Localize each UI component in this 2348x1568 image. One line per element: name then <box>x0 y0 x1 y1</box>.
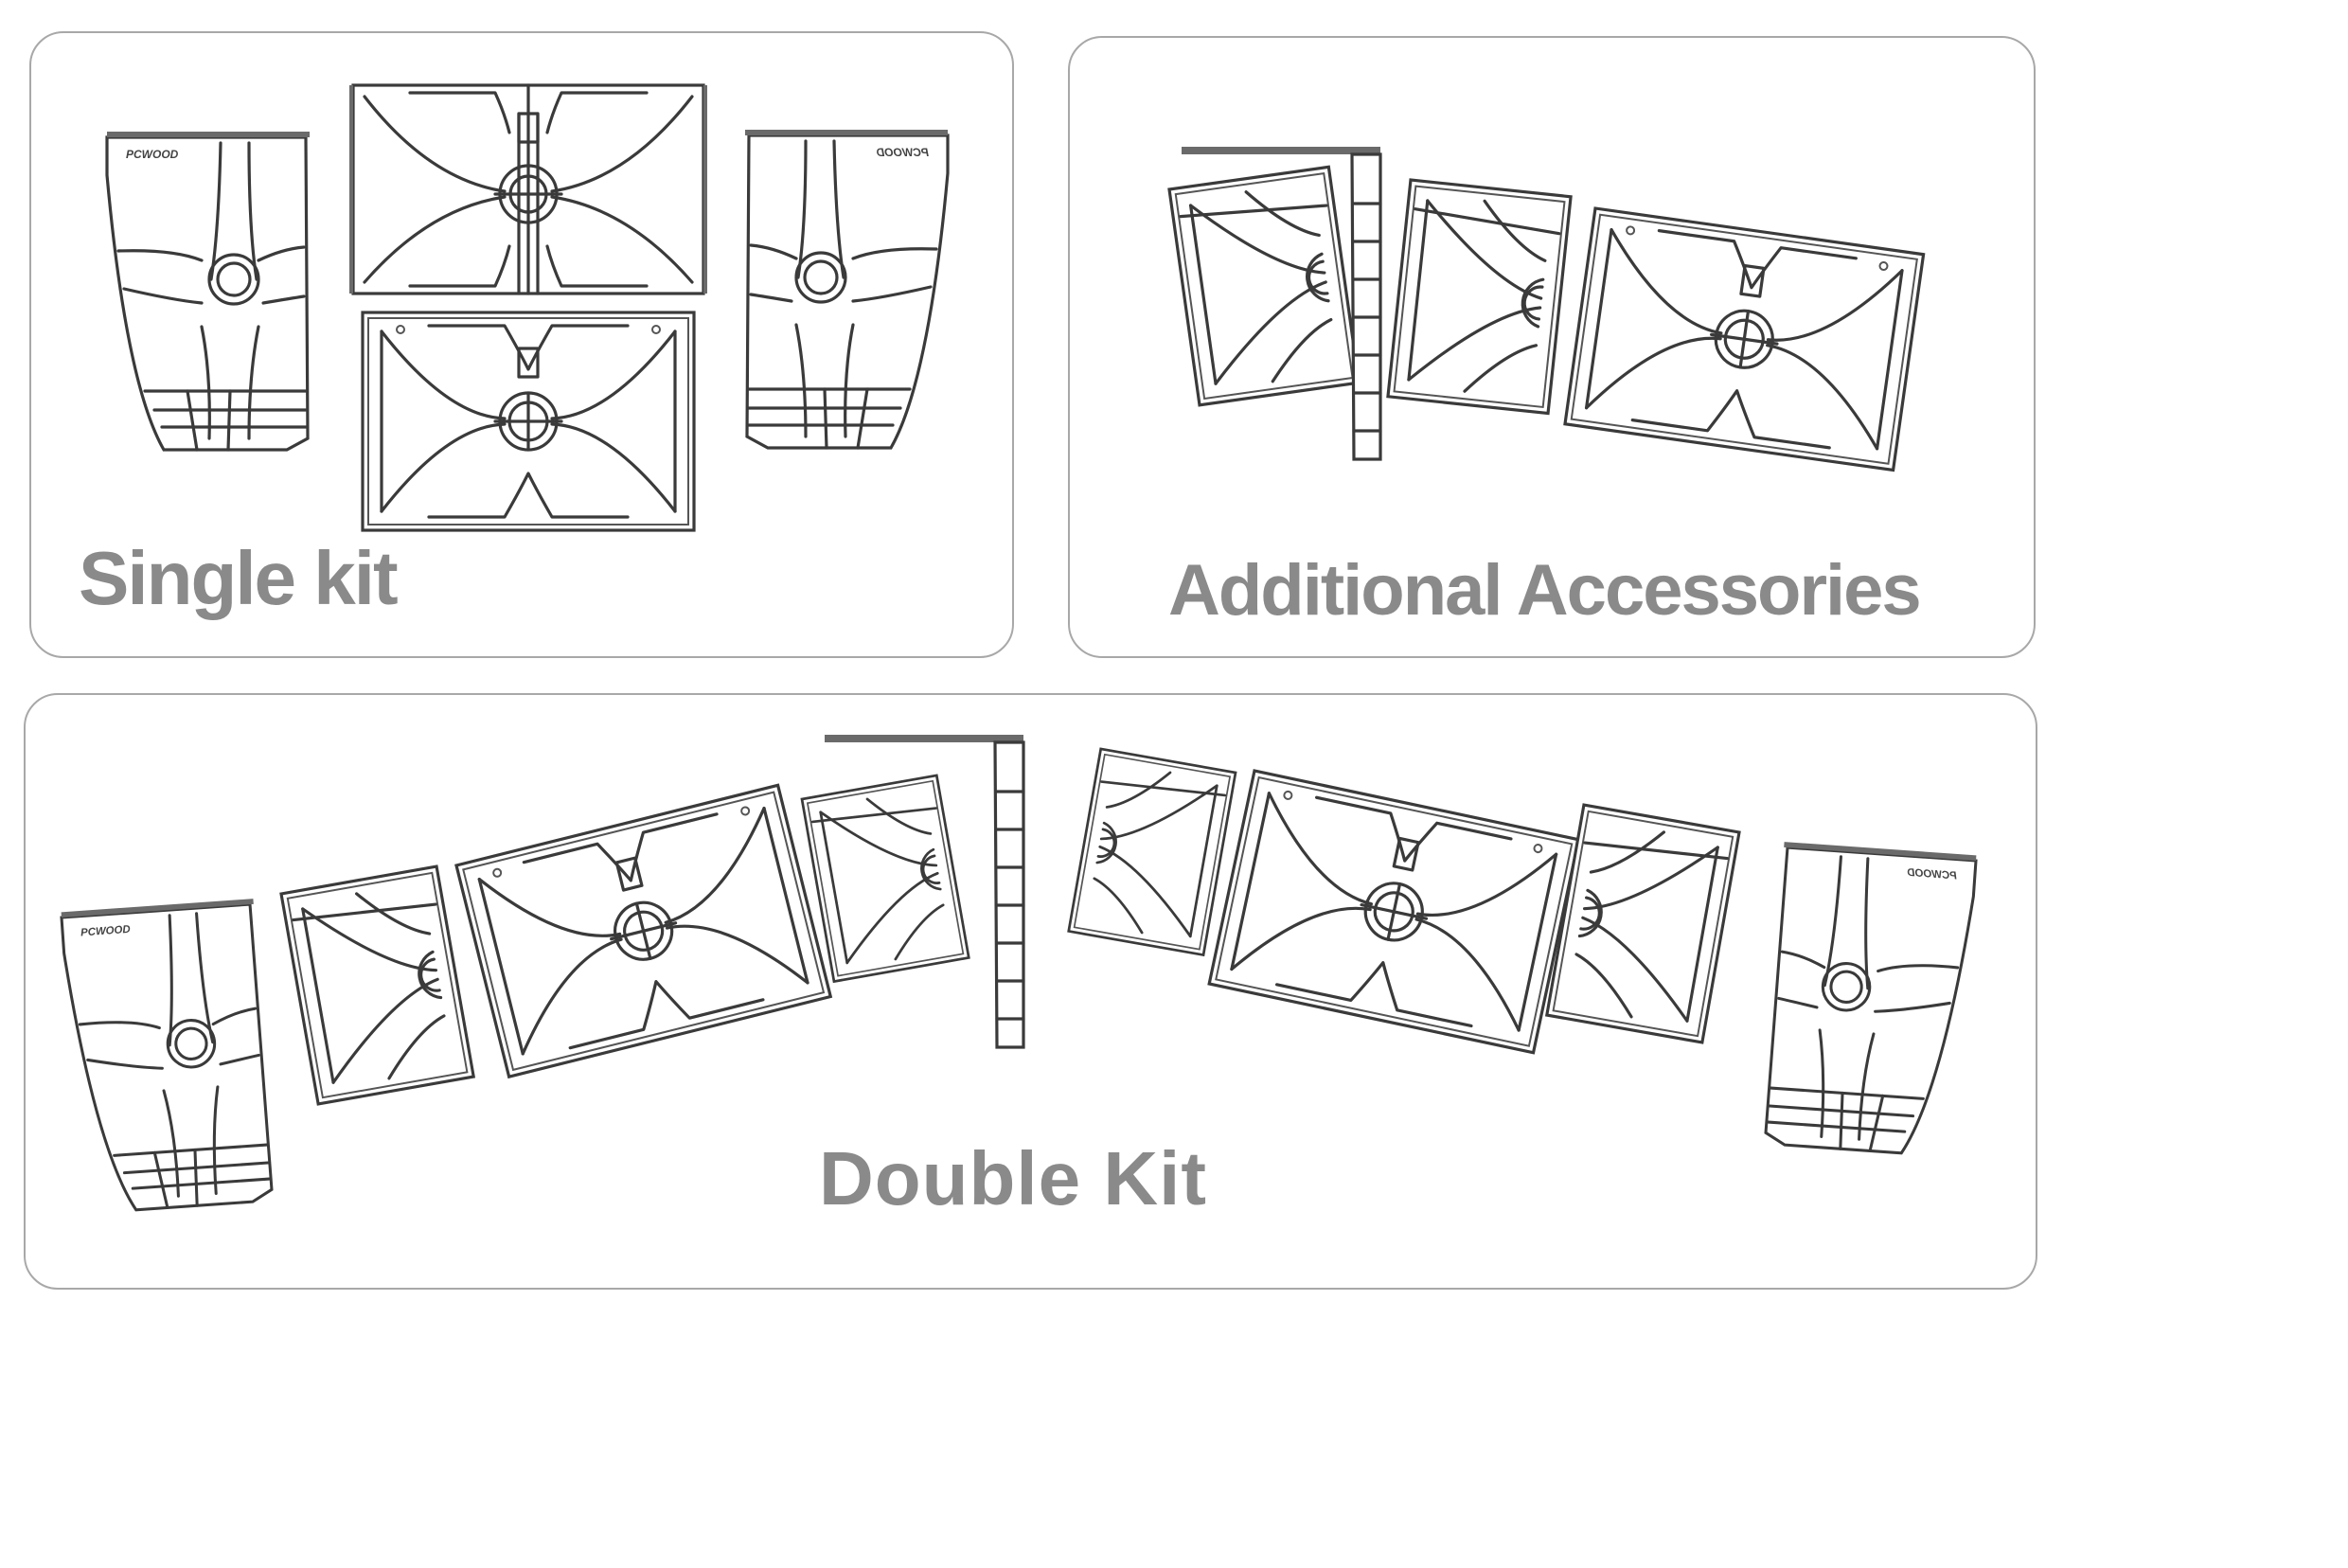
double-small-panel-left-1 <box>279 864 475 1106</box>
double-rect-panel-left <box>454 783 832 1078</box>
accessory-small-panel-right <box>1386 178 1573 416</box>
double-kit-panel: Double Kit <box>24 693 2037 1290</box>
side-panel-left <box>105 130 311 452</box>
accessory-rect-panel <box>1563 206 1926 472</box>
bottom-rect-panel <box>361 311 696 532</box>
single-kit-panel: Single kit <box>29 31 1014 658</box>
side-panel-right <box>743 128 950 450</box>
top-panel-pair <box>349 83 707 295</box>
double-rect-panel-right <box>1207 769 1580 1055</box>
double-side-panel-right <box>1761 840 1978 1159</box>
accessory-small-panel-left <box>1167 165 1361 407</box>
double-small-panel-right-2 <box>1067 747 1237 956</box>
additional-accessories-panel: Additional Accessories <box>1068 36 2036 658</box>
double-side-panel-left <box>60 897 276 1216</box>
single-kit-drawing <box>105 83 950 532</box>
double-kit-label: Double Kit <box>819 1136 1207 1221</box>
additional-accessories-label: Additional Accessories <box>1168 550 1922 631</box>
double-small-panel-left-2 <box>800 774 970 983</box>
single-kit-label: Single kit <box>79 536 399 620</box>
